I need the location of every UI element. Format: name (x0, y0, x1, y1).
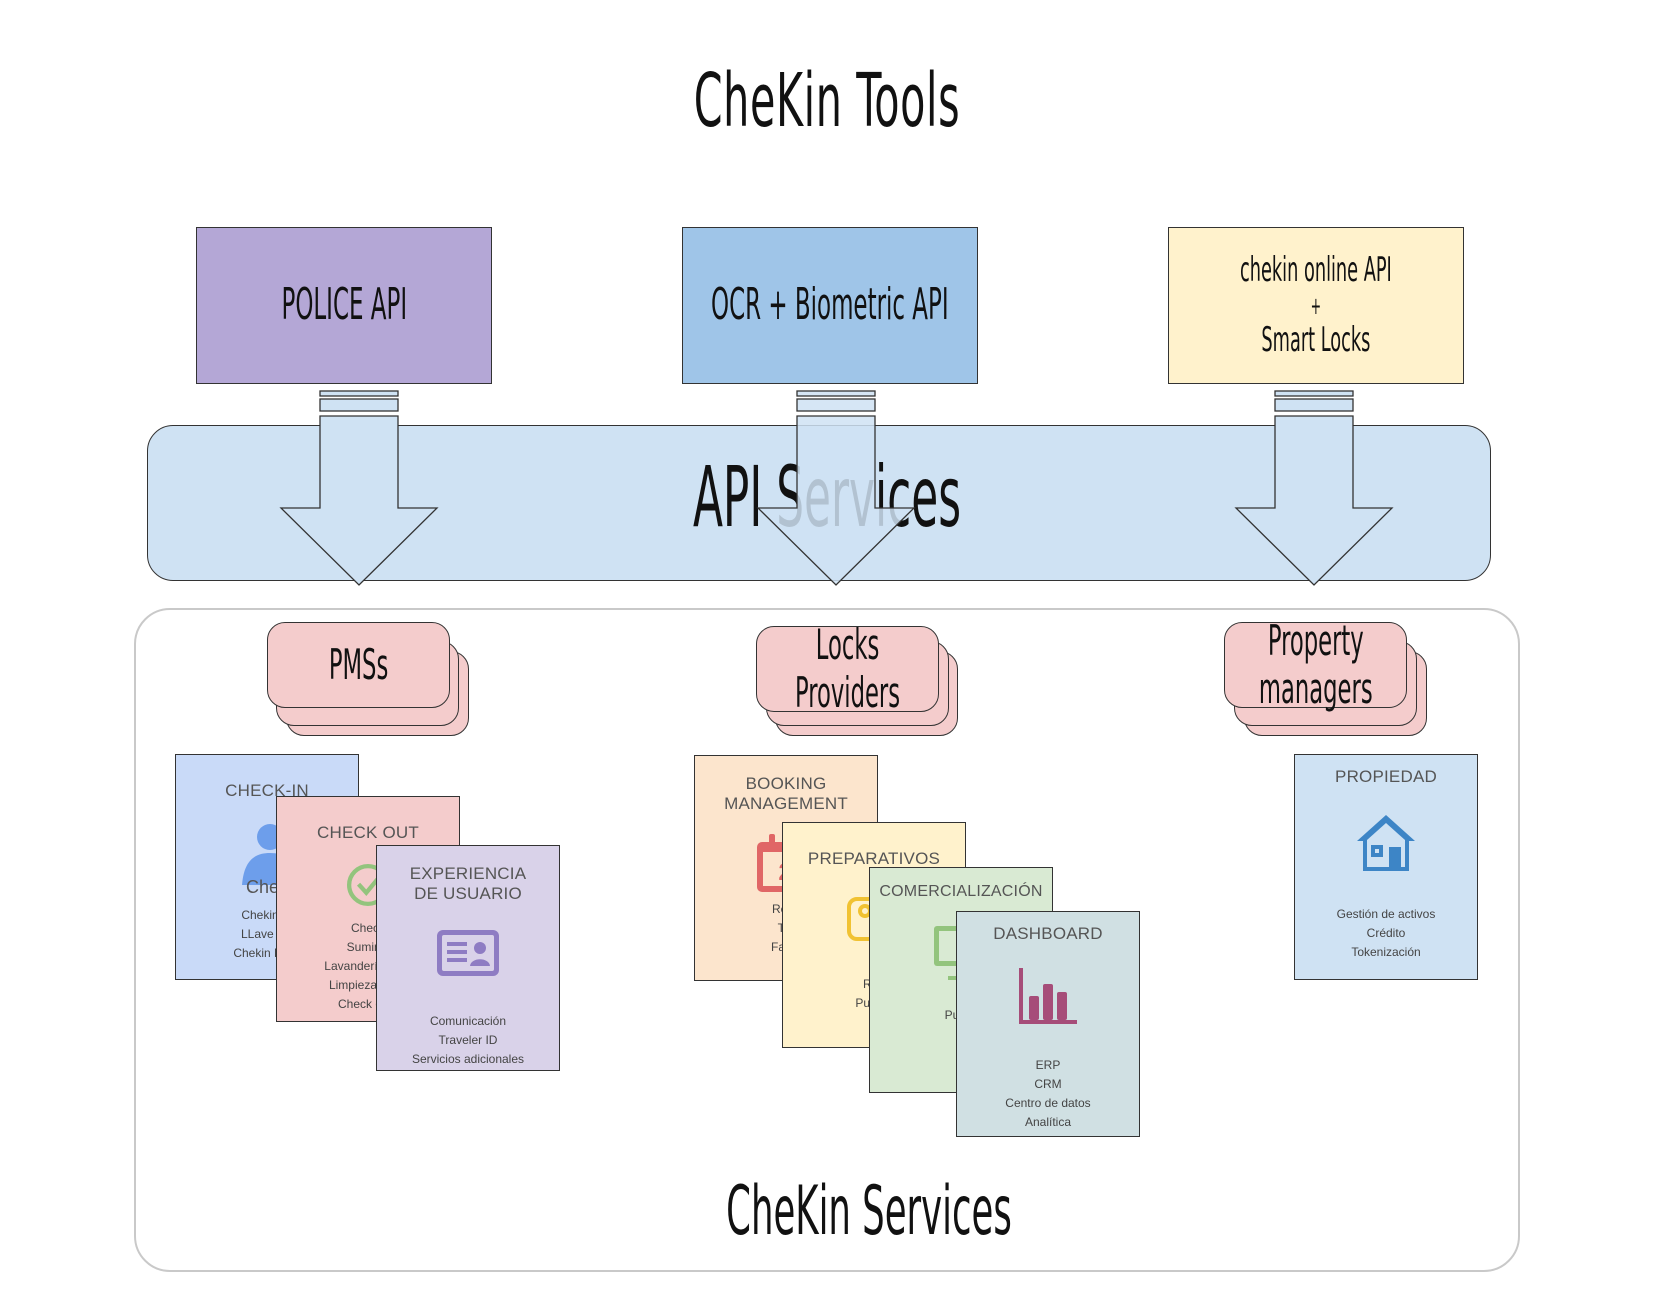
experiencia-item: Servicios adicionales (411, 1052, 525, 1066)
ocr-biometric-api-box: OCR + Biometric API (682, 227, 978, 384)
locks-providers-category: Locks Providers (756, 621, 939, 717)
down-arrows (279, 390, 1394, 586)
dashboard-item: ERP (1035, 1058, 1061, 1072)
propiedad-item: Gestión de activos (1336, 907, 1436, 921)
propiedad-card-title: PROPIEDAD (1335, 767, 1437, 786)
booking-title-line-1: BOOKING (745, 774, 827, 793)
dashboard-item: Analítica (1024, 1115, 1072, 1129)
down-arrow-icon (756, 390, 916, 586)
checkout-card-title: CHECK OUT (317, 823, 419, 842)
dashboard-item: Centro de datos (1005, 1096, 1091, 1110)
experiencia-title-line-2: DE USUARIO (414, 884, 522, 903)
chekin-online-api-label: chekin online API + Smart Locks (1240, 248, 1392, 364)
ocr-biometric-api-label: OCR + Biometric API (711, 279, 949, 331)
locks-providers-line-1: Locks (815, 620, 880, 669)
dashboard-card: DASHBOARD ERP CRM Centro de datos Analít… (956, 911, 1140, 1137)
experiencia-card-title: EXPERIENCIA DE USUARIO (377, 864, 559, 904)
comercializacion-card-title: COMERCIALIZACIÓN (879, 883, 1043, 900)
chekin-services-title: CheKin Services (726, 1172, 1012, 1251)
experiencia-title-line-1: EXPERIENCIA (409, 864, 527, 883)
experiencia-item: Comunicación (429, 1014, 507, 1028)
house-icon (1357, 815, 1415, 871)
experiencia-card: EXPERIENCIA DE USUARIO Comunicación Trav… (376, 845, 560, 1071)
booking-title-line-2: MANAGEMENT (724, 794, 848, 813)
bar-chart-icon (1019, 968, 1077, 1024)
propiedad-card-items: Gestión de activos Crédito Tokenización (1295, 905, 1477, 962)
down-arrow-icon (1234, 390, 1394, 586)
chekin-online-api-line-1: chekin online API (1240, 249, 1392, 290)
experiencia-card-items: Comunicación Traveler ID Servicios adici… (377, 1012, 559, 1069)
locks-providers-line-2: Providers (794, 668, 901, 717)
pmss-label: PMSs (328, 639, 389, 689)
police-api-label: POLICE API (281, 279, 407, 331)
pmss-category: PMSs (267, 622, 450, 708)
property-managers-line-1: Property (1267, 616, 1364, 665)
propiedad-item: Crédito (1366, 926, 1406, 940)
checkin-card-title: CHECK-IN (225, 781, 309, 800)
chekin-online-api-line-2: + (1310, 291, 1322, 320)
property-managers-line-2: managers (1258, 664, 1373, 713)
propiedad-card: PROPIEDAD Gestión de activos Crédito Tok… (1294, 754, 1478, 980)
booking-card-title: BOOKING MANAGEMENT (695, 774, 877, 814)
property-managers-category: Property managers (1224, 617, 1407, 713)
police-api-box: POLICE API (196, 227, 492, 384)
chekin-online-api-box: chekin online API + Smart Locks (1168, 227, 1464, 384)
id-card-icon (437, 930, 499, 976)
diagram-title: CheKin Tools (693, 58, 961, 144)
down-arrow-icon (279, 390, 439, 586)
chekin-services-frame (134, 608, 1520, 1272)
dashboard-card-title: DASHBOARD (993, 924, 1103, 943)
propiedad-item: Tokenización (1351, 945, 1421, 959)
chekin-online-api-line-3: Smart Locks (1261, 319, 1371, 360)
dashboard-card-items: ERP CRM Centro de datos Analítica (957, 1056, 1139, 1132)
preparativos-card-title: PREPARATIVOS (807, 849, 941, 868)
experiencia-item: Traveler ID (438, 1033, 498, 1047)
dashboard-item: CRM (1034, 1077, 1062, 1091)
